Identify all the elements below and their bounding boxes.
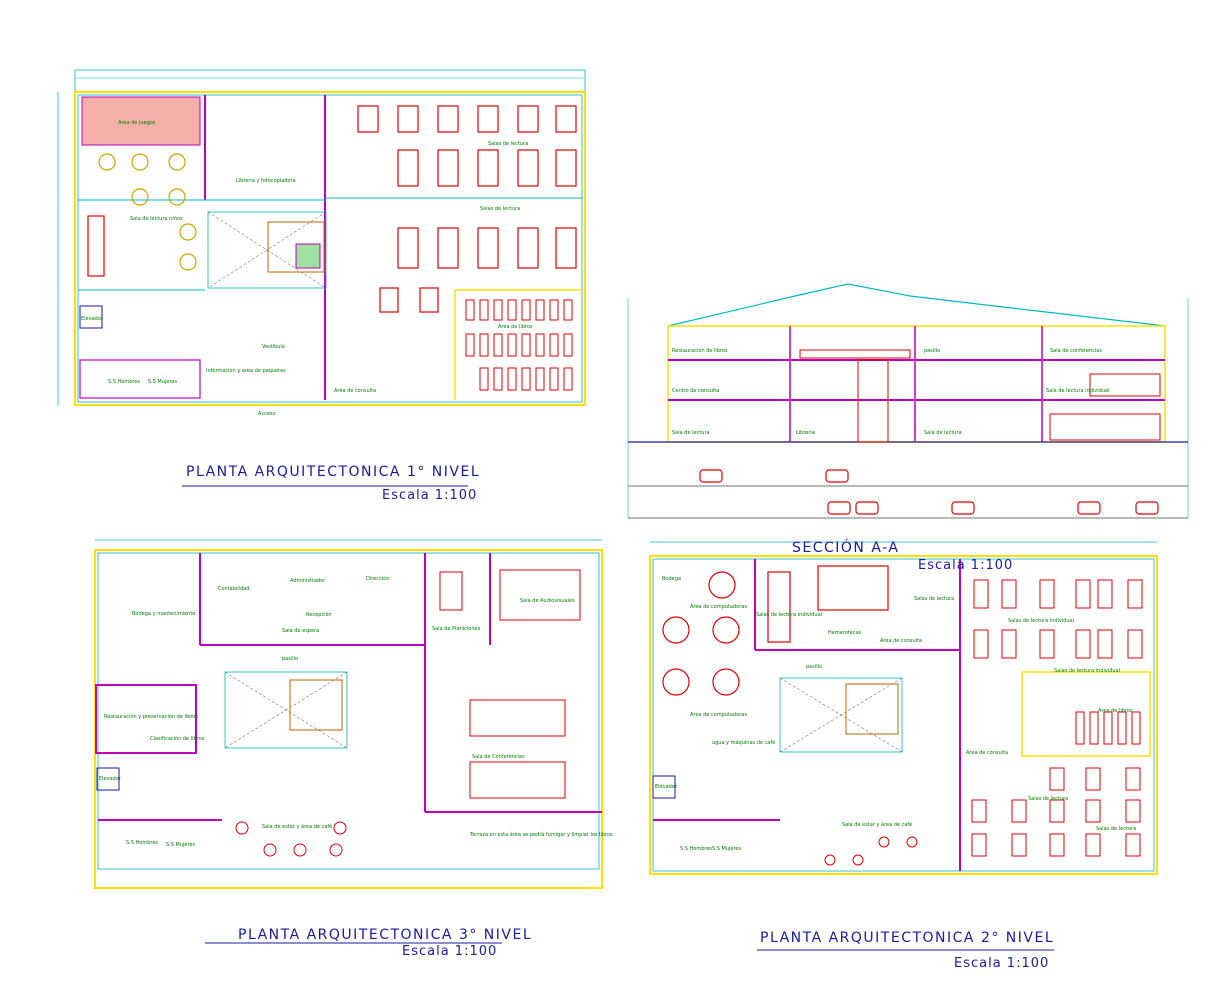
level1-title: PLANTA ARQUITECTONICA 1° NIVEL	[186, 464, 481, 480]
room-label: Salas de lectura	[488, 141, 528, 147]
room-label: Salas de lectura	[914, 596, 954, 602]
level3-title: PLANTA ARQUITECTONICA 3° NIVEL	[238, 927, 533, 943]
room-label: S.S Hombres	[680, 846, 712, 852]
room-label: Libreria y fotocopiadora	[236, 178, 296, 184]
room-label: Area de juegos	[118, 120, 156, 126]
room-label: Salas de lectura individual	[1008, 618, 1074, 624]
section-label: Restauración de libros	[672, 347, 728, 354]
room-label: S.S Hombres	[108, 379, 140, 385]
room-label: Administrador	[290, 578, 326, 584]
room-label: Hemerotecas	[828, 630, 862, 636]
room-label: agua y máquinas de café	[712, 739, 775, 746]
room-label: Terraza en esta área se podrá fumigar y …	[469, 831, 613, 838]
room-label: Bodega	[662, 576, 681, 582]
room-label: S.S Mujeres	[712, 846, 741, 852]
section-label: Sala de conferencias	[1050, 348, 1102, 354]
room-label: Salas de lectura individual	[756, 612, 822, 618]
room-label: Sala de lectura niños	[130, 216, 183, 222]
room-label: S.S Mujeres	[166, 842, 195, 848]
room-label: Sala de Planiciones	[432, 626, 481, 632]
section-label: Sala de lectura individual	[1046, 388, 1109, 394]
section-scale: Escala 1:100	[918, 558, 1014, 573]
room-label: Salas de lectura	[480, 206, 520, 212]
room-label: Contabilidad	[218, 586, 250, 592]
section-title: SECCIÓN A-A	[792, 540, 900, 556]
room-label: pasillo	[806, 664, 822, 670]
room-label: Area de consulta	[334, 388, 376, 394]
room-label: Restauración y preservación de libros	[104, 713, 198, 720]
section-label: Sala de lectura	[672, 430, 710, 436]
room-label: Area de libros	[1098, 708, 1133, 714]
level3-plan: Contabilidad Administrador Dirección Rec…	[94, 539, 613, 889]
room-label: Area de computadoras	[690, 604, 747, 610]
room-label: Area de computadoras	[690, 712, 747, 718]
room-label: Recepción	[306, 611, 332, 618]
section-label: Librería	[796, 429, 815, 436]
level2-title: PLANTA ARQUITECTONICA 2° NIVEL	[760, 930, 1055, 946]
level3-scale: Escala 1:100	[402, 944, 498, 959]
level2-plan: Bodega Area de computadoras Salas de lec…	[649, 541, 1158, 875]
room-label: S.S Mujeres	[148, 379, 177, 385]
room-label: Dirección	[366, 575, 389, 582]
room-label: Sala de Audiovisuales	[520, 598, 575, 604]
room-label: Vestibulo	[262, 344, 285, 350]
room-label: Sala de espera	[282, 628, 319, 634]
level1-plan: Area de juegos Sala de lectura niños Lib…	[57, 69, 586, 417]
room-label: Salas de lectura	[1096, 826, 1136, 832]
room-label: Acceso	[258, 411, 276, 417]
level1-scale: Escala 1:100	[382, 488, 478, 503]
room-label: Area de consulta	[966, 750, 1008, 756]
section-label: Centro de consulta	[672, 388, 719, 394]
level2-scale: Escala 1:100	[954, 956, 1050, 971]
room-label: Elevador	[655, 784, 678, 790]
room-label: S.S Hombres	[126, 840, 158, 846]
section-label: pasillo	[924, 348, 940, 354]
room-label: Sala de estar y área de café	[262, 823, 332, 830]
section-aa: Restauración de libros Centro de consult…	[627, 283, 1189, 519]
room-label: Sala de estar y área de café	[842, 821, 912, 828]
room-label: Salas de lectura individual	[1054, 668, 1120, 674]
room-label: Area de libros	[498, 324, 533, 330]
room-label: Elevador	[81, 316, 104, 322]
room-label: Bodega y mantenimiento	[132, 611, 195, 617]
room-label: pasillo	[282, 656, 298, 662]
room-label: Elevador	[99, 776, 122, 782]
room-label: Clasificación de libros	[150, 735, 205, 742]
room-label: Sala de Conferencias	[472, 754, 525, 760]
room-label: Informacion y area de paquetes	[206, 368, 286, 374]
room-label: Area de consulta	[880, 638, 922, 644]
room-label: Salas de lectura	[1028, 796, 1068, 802]
section-label: Sala de lectura	[924, 430, 962, 436]
